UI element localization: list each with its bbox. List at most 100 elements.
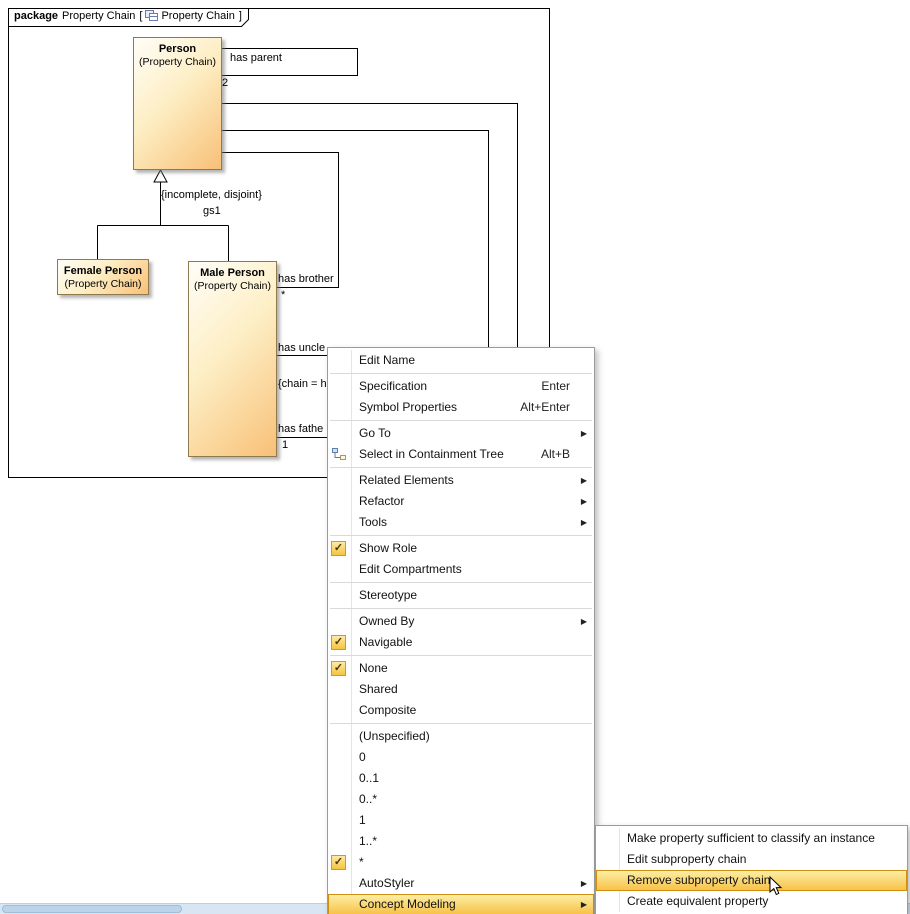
scrollbar-thumb[interactable] [2, 905, 182, 913]
submenu-item-make-property-sufficient-to-classify-an-instance[interactable]: Make property sufficient to classify an … [596, 828, 907, 849]
menu-item-label: Specification [359, 379, 428, 393]
menu-item-0-star[interactable]: 0..* [328, 789, 594, 810]
menu-item-0-1[interactable]: 0..1 [328, 768, 594, 789]
menu-item-stereotype[interactable]: Stereotype [328, 585, 594, 606]
submenu-arrow-icon: ▶ [580, 476, 587, 485]
menu-item-label: Concept Modeling [359, 897, 456, 911]
menu-item-tools[interactable]: Tools▶ [328, 512, 594, 533]
submenu-arrow-icon: ▶ [580, 497, 587, 506]
class-name: Female Person [63, 265, 143, 277]
association-label-has-uncle[interactable]: has uncle [278, 342, 326, 354]
menu-item-owned-by[interactable]: Owned By ▶ [328, 611, 594, 632]
menu-item-edit-name[interactable]: Edit Name [328, 350, 594, 371]
menu-item-edit-compartments[interactable]: Edit Compartments [328, 559, 594, 580]
menu-item-label: 1..* [359, 834, 378, 848]
menu-separator [328, 653, 594, 658]
menu-item-star[interactable]: ✓* [328, 852, 594, 873]
menu-item-related-elements[interactable]: Related Elements ▶ [328, 470, 594, 491]
class-diagram-icon [145, 10, 159, 24]
menu-item-label: 0..1 [359, 771, 380, 785]
submenu-arrow-icon: ▶ [580, 617, 587, 626]
menu-item-0[interactable]: 0 [328, 747, 594, 768]
menu-item-label: Remove subproperty chain [627, 873, 771, 887]
mouse-cursor-icon [769, 875, 783, 901]
menu-separator [328, 606, 594, 611]
menu-item-label: Stereotype [359, 588, 418, 602]
menu-item-label: 0 [359, 750, 366, 764]
class-name: Male Person [200, 267, 265, 279]
menu-item-label: Shared [359, 682, 398, 696]
menu-item-label: Related Elements [359, 473, 454, 487]
class-name: Person [158, 43, 197, 55]
multiplicity-has-father[interactable]: 1 [282, 439, 289, 451]
menu-item-label: * [359, 855, 364, 869]
class-male-person[interactable]: Male Person (Property Chain) [188, 261, 277, 457]
checkbox-checked-icon: ✓ [331, 541, 346, 556]
menu-item-label: Edit subproperty chain [627, 852, 747, 866]
menu-item-label: Edit Compartments [359, 562, 462, 576]
menu-item-label: Show Role [359, 541, 418, 555]
submenu-item-remove-subproperty-chain[interactable]: Remove subproperty chain [596, 870, 907, 891]
containment-tree-icon [332, 447, 346, 468]
class-female-person[interactable]: Female Person (Property Chain) [57, 259, 149, 295]
menu-item-label: 0..* [359, 792, 378, 806]
menu-item-label: 1 [359, 813, 366, 827]
frame-bracket-open: [ [139, 10, 143, 22]
menu-item-refactor[interactable]: Refactor ▶ [328, 491, 594, 512]
menu-item-specification[interactable]: Specification Enter [328, 376, 594, 397]
menu-separator [328, 533, 594, 538]
frame-diagram-name: Property Chain [161, 10, 235, 22]
menu-item-1-star[interactable]: 1..* [328, 831, 594, 852]
menu-item-shortcut: Alt+Enter [520, 400, 570, 414]
menu-item-concept-modeling[interactable]: Concept Modeling ▶ [328, 894, 594, 914]
menu-item-composite[interactable]: Composite [328, 700, 594, 721]
menu-item-none[interactable]: ✓None [328, 658, 594, 679]
class-stereotype: (Property Chain) [138, 56, 217, 68]
menu-item-label: (Unspecified) [359, 729, 430, 743]
frame-keyword: package [14, 10, 59, 22]
menu-item-label: AutoStyler [359, 876, 415, 890]
menu-item-label: Create equivalent property [627, 894, 769, 908]
menu-item-label: Make property sufficient to classify an … [627, 831, 875, 845]
multiplicity-has-brother[interactable]: * [281, 289, 286, 301]
concept-modeling-submenu: Make property sufficient to classify an … [595, 825, 908, 914]
menu-item-label: Composite [359, 703, 417, 717]
class-person[interactable]: Person (Property Chain) [133, 37, 222, 170]
generalization-set-name[interactable]: gs1 [203, 205, 221, 217]
menu-item-show-role[interactable]: ✓ Show Role [328, 538, 594, 559]
frame-package-name: Property Chain [62, 10, 136, 22]
checkbox-checked-icon: ✓ [331, 635, 346, 650]
association-label-has-brother[interactable]: has brother [278, 273, 334, 285]
menu-item-shortcut: Enter [541, 379, 570, 393]
submenu-item-create-equivalent-property[interactable]: Create equivalent property [596, 891, 907, 912]
menu-item-label: Owned By [359, 614, 415, 628]
menu-separator [328, 418, 594, 423]
menu-item-label: Navigable [359, 635, 413, 649]
association-label-has-parent[interactable]: has parent [230, 52, 282, 64]
class-stereotype: (Property Chain) [64, 278, 142, 290]
menu-item-navigable[interactable]: ✓ Navigable [328, 632, 594, 653]
chain-constraint-label[interactable]: {chain = h [278, 378, 327, 390]
menu-item-go-to[interactable]: Go To▶ [328, 423, 594, 444]
menu-item-unspecified[interactable]: (Unspecified) [328, 726, 594, 747]
menu-item-autostyler[interactable]: AutoStyler▶ [328, 873, 594, 894]
checkbox-checked-icon: ✓ [331, 855, 346, 870]
frame-bracket-close: ] [238, 10, 242, 22]
menu-item-label: Edit Name [359, 353, 416, 367]
menu-item-label: Select in Containment Tree [359, 447, 504, 461]
association-label-has-father[interactable]: has fathe [278, 423, 324, 435]
menu-item-1[interactable]: 1 [328, 810, 594, 831]
menu-item-label: Refactor [359, 494, 405, 508]
submenu-item-edit-subproperty-chain[interactable]: Edit subproperty chain [596, 849, 907, 870]
submenu-arrow-icon: ▶ [580, 900, 587, 909]
menu-separator [328, 580, 594, 585]
menu-item-shared[interactable]: Shared [328, 679, 594, 700]
multiplicity-has-parent[interactable]: 2 [222, 77, 229, 89]
generalization-constraint[interactable]: {incomplete, disjoint} [161, 189, 262, 201]
